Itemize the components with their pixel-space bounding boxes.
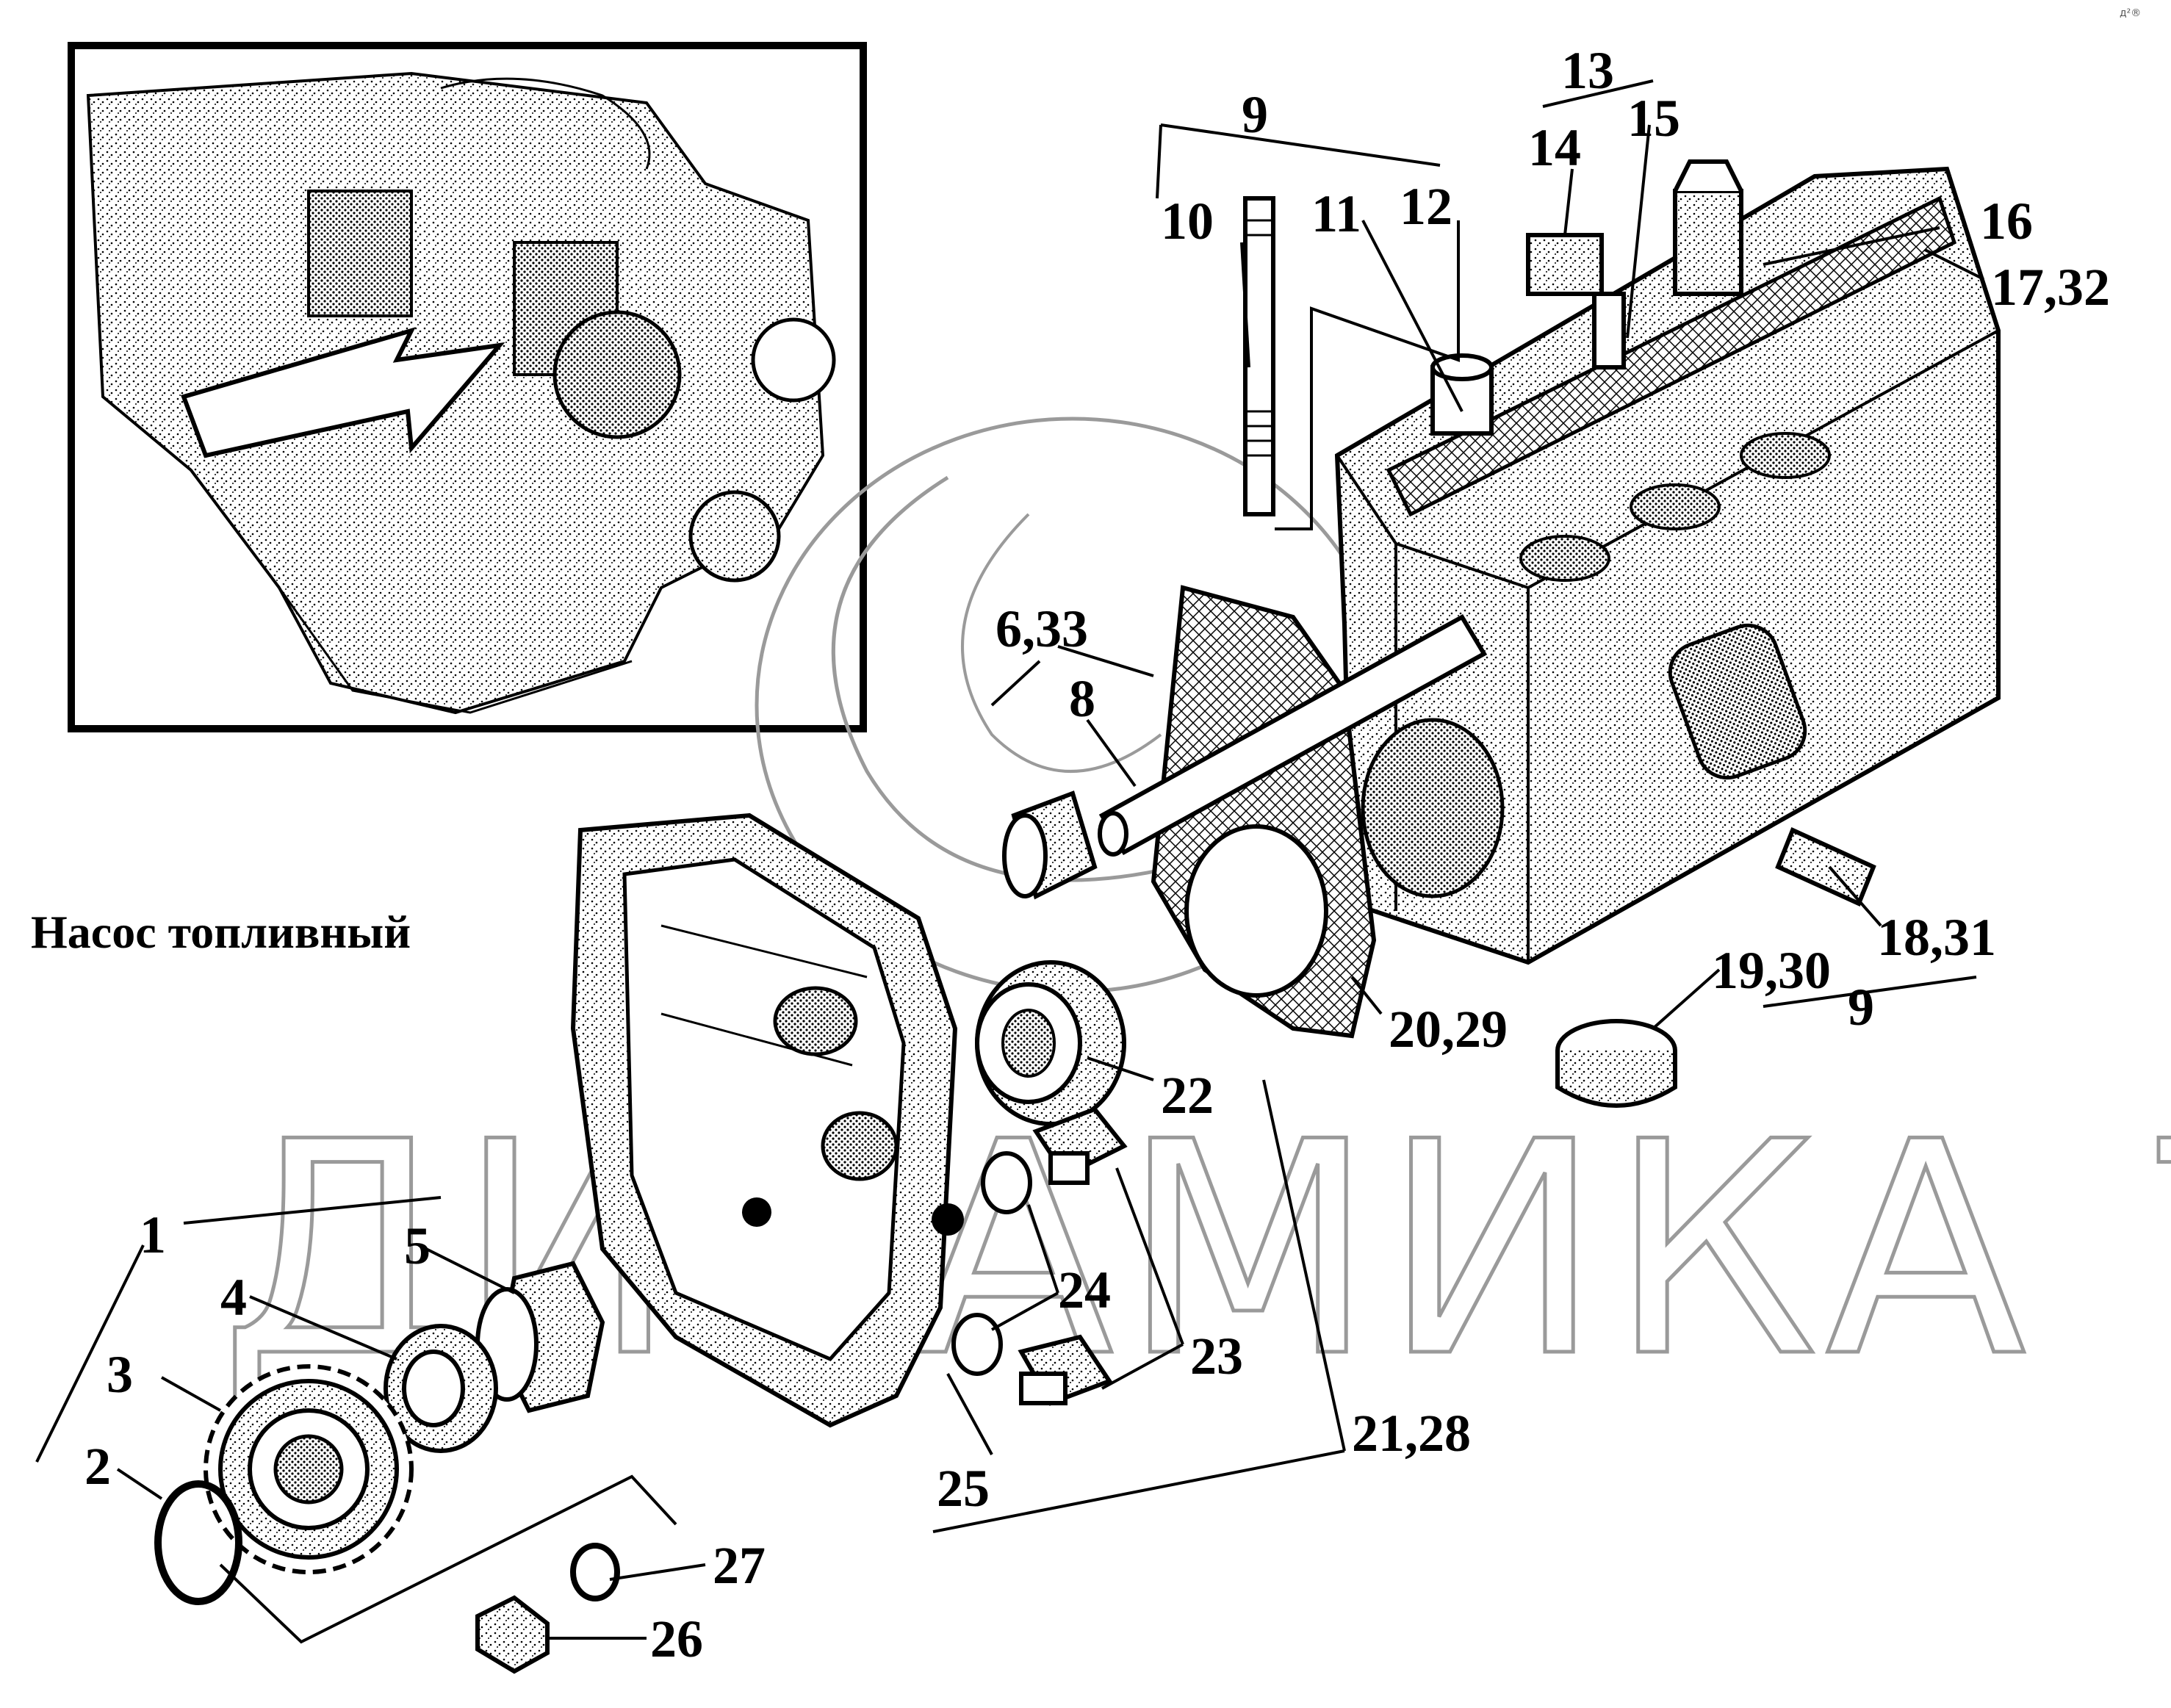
label-23: 23 [1190,1327,1243,1386]
fitting-assembly [1430,159,1743,436]
callout-labels: 9 10 11 12 13 14 15 16 17,32 6,33 8 18,3… [84,41,2110,1668]
label-21-28: 21,28 [1352,1404,1471,1463]
pin-18-31 [1775,826,1876,907]
label-26: 26 [650,1610,703,1668]
ring-24-lower [951,1313,1003,1376]
ring-24-upper [981,1151,1032,1214]
label-2: 2 [84,1437,111,1496]
corner-mark: д²® [2120,7,2141,19]
diagram-title: Насос топливный [31,906,411,958]
label-8: 8 [1069,669,1095,728]
label-16: 16 [1980,192,2033,251]
bearing-4 [384,1324,498,1453]
gear-3 [204,1364,414,1574]
plug-23-lower [1018,1334,1113,1406]
label-24: 24 [1058,1261,1111,1319]
stud-10 [1243,196,1275,516]
label-25: 25 [937,1459,990,1518]
label-9-top: 9 [1242,85,1268,144]
label-13: 13 [1561,41,1614,100]
bushing-6-33 [1002,790,1098,900]
plug-23-upper [1032,1106,1128,1185]
circlip-2 [154,1480,242,1605]
shaft-8 [1098,613,1488,857]
label-17-32: 17,32 [1991,258,2110,317]
label-5: 5 [404,1217,431,1275]
cap-19-30 [1555,1019,1677,1108]
pointer-arrow-icon [181,327,505,458]
label-3: 3 [107,1345,133,1404]
label-9-right: 9 [1848,978,1874,1037]
label-6-33: 6,33 [996,599,1088,658]
leader-lines [35,79,1984,1644]
label-22: 22 [1161,1066,1214,1125]
nut-26 [475,1595,550,1674]
engine-inset [68,42,867,732]
gear-22 [975,960,1126,1126]
pump-housing [1334,166,2001,965]
label-15: 15 [1627,89,1680,148]
front-cover [570,812,964,1428]
label-19-30: 19,30 [1712,941,1831,1000]
label-20-29: 20,29 [1389,1000,1508,1059]
label-18-31: 18,31 [1877,908,1996,967]
label-1: 1 [140,1206,166,1264]
label-27: 27 [713,1536,766,1595]
label-14: 14 [1528,118,1581,177]
label-12: 12 [1400,177,1452,236]
top-gasket [1386,195,1957,517]
label-11: 11 [1311,184,1361,243]
label-4: 4 [220,1268,247,1327]
washer-27 [570,1543,620,1601]
label-10: 10 [1161,192,1214,251]
